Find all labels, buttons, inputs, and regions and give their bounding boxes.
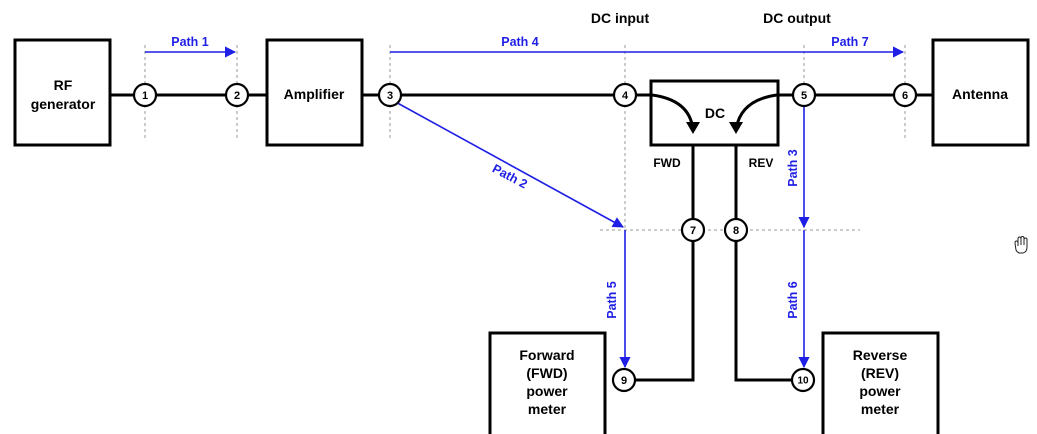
amplifier-label: Amplifier <box>284 86 345 102</box>
node-1: 1 <box>132 82 158 108</box>
path-4-label: Path 4 <box>501 35 539 49</box>
guide-lines <box>144 45 906 368</box>
antenna-label: Antenna <box>952 86 1008 102</box>
svg-text:4: 4 <box>622 90 629 102</box>
svg-text:7: 7 <box>690 225 696 237</box>
dc-output-header: DC output <box>763 10 831 26</box>
amplifier-box: Amplifier <box>265 38 364 147</box>
svg-text:10: 10 <box>797 376 809 387</box>
rf-generator-label-1: RF <box>54 77 73 93</box>
path-5-label: Path 5 <box>605 281 619 319</box>
reverse-meter-label-2: (REV) <box>861 365 899 381</box>
forward-meter-label-4: meter <box>528 401 567 417</box>
rf-generator-box: RF generator <box>13 38 112 147</box>
node-10: 10 <box>790 367 816 393</box>
coupler-label: DC <box>705 105 725 121</box>
path-2-label: Path 2 <box>490 161 530 191</box>
node-2: 2 <box>224 82 250 108</box>
svg-text:3: 3 <box>387 90 393 102</box>
path-6-label: Path 6 <box>786 281 800 319</box>
directional-coupler-box: DC <box>649 79 780 147</box>
forward-meter-label-2: (FWD) <box>526 365 567 381</box>
svg-text:6: 6 <box>902 90 908 102</box>
node-6: 6 <box>892 82 918 108</box>
dc-input-header: DC input <box>591 10 650 26</box>
forward-meter-label-3: power <box>526 383 568 399</box>
node-3: 3 <box>377 82 403 108</box>
measurement-paths: Path 1 Path 4 Path 7 Path 2 Path 5 Path … <box>145 35 905 369</box>
reverse-power-meter-box: Reverse (REV) power meter <box>821 331 940 434</box>
svg-text:8: 8 <box>733 225 739 237</box>
fwd-port-label: FWD <box>653 156 681 170</box>
reverse-meter-label-4: meter <box>861 401 900 417</box>
node-4: 4 <box>612 82 638 108</box>
forward-power-meter-box: Forward (FWD) power meter <box>488 331 607 434</box>
path-2-arrow <box>391 99 624 228</box>
forward-meter-label-1: Forward <box>519 347 574 363</box>
rf-generator-label-2: generator <box>31 96 96 112</box>
reverse-meter-label-3: power <box>859 383 901 399</box>
antenna-box: Antenna <box>931 38 1030 147</box>
hand-cursor-icon <box>1014 235 1028 254</box>
node-9: 9 <box>611 367 637 393</box>
path-7-label: Path 7 <box>831 35 869 49</box>
reference-nodes: 1 2 3 4 5 6 7 8 9 10 <box>132 82 918 393</box>
rev-port-label: REV <box>749 156 774 170</box>
svg-text:5: 5 <box>801 90 807 102</box>
reverse-meter-label-1: Reverse <box>853 347 908 363</box>
node-5: 5 <box>791 82 817 108</box>
path-3-label: Path 3 <box>786 149 800 187</box>
svg-text:9: 9 <box>621 375 627 387</box>
svg-text:2: 2 <box>234 90 240 102</box>
node-8: 8 <box>723 217 749 243</box>
svg-text:1: 1 <box>142 90 148 102</box>
path-1-label: Path 1 <box>171 35 209 49</box>
node-7: 7 <box>680 217 706 243</box>
